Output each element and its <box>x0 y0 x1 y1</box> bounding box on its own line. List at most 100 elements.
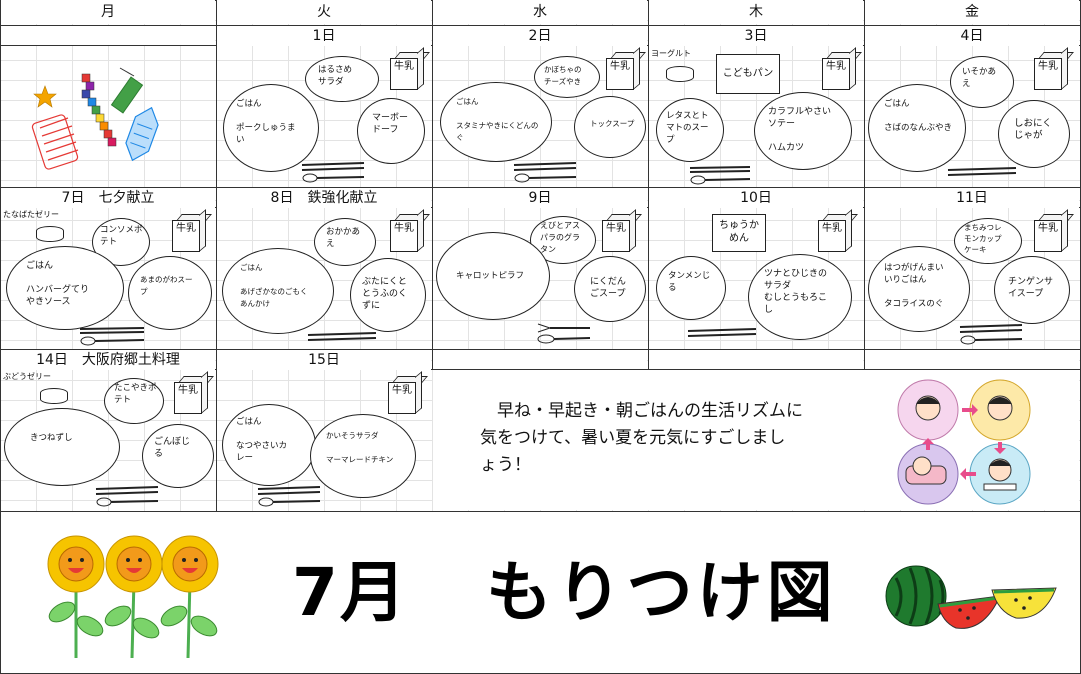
chopsticks-icon <box>301 162 365 183</box>
dessert-label: ぶどうゼリー <box>3 372 51 381</box>
date-label: 15日 <box>217 350 431 370</box>
date-label: 2日 <box>433 26 647 46</box>
bread-box: こどもパン <box>716 54 780 94</box>
main-dish-plate <box>436 232 550 320</box>
side-dish-plate <box>534 56 600 98</box>
milk-carton-icon: 牛乳 <box>1034 209 1074 252</box>
milk-carton-icon: 牛乳 <box>818 209 858 252</box>
milk-carton-icon: 牛乳 <box>174 371 214 414</box>
date-label: 14日 大阪府郷土料理 <box>1 350 215 370</box>
weekday-header-wed: 水 <box>433 0 647 24</box>
fork-spoon-icon <box>537 323 591 344</box>
lifestyle-message: 早ね・早起き・朝ごはんの生活リズムに 気をつけて、暑い夏を元気にすごしまし ょう… <box>480 401 803 475</box>
cup-icon <box>40 388 68 404</box>
fork-spoon-icon <box>689 166 751 185</box>
date-label: 11日 <box>865 188 1079 208</box>
milk-carton-icon: 牛乳 <box>390 209 430 252</box>
table-border <box>0 0 1 674</box>
main-dish-plate <box>868 84 966 172</box>
date-label: 7日 七夕献立 <box>1 188 215 208</box>
page-title: もりつけ図 <box>486 554 837 631</box>
weekday-header-tue: 火 <box>217 0 431 24</box>
side-dish-plate <box>310 414 416 498</box>
date-label: 10日 <box>649 188 863 208</box>
main-dish-text: カラフルやさい ソテー ハムカツ <box>768 107 832 153</box>
date-label: 9日 <box>433 188 647 208</box>
side-dish-plate <box>305 56 379 102</box>
empty-date-cell <box>1 26 215 45</box>
side-dish-text: しおにく じゃが <box>1014 118 1052 141</box>
side-dish-text: にくだん ごスープ <box>590 277 626 299</box>
main-dish-plate <box>222 248 334 334</box>
main-dish-text: ごはん ハンバーグてり やきソース <box>26 261 90 307</box>
milk-label: 牛乳 <box>390 220 418 252</box>
table-border <box>0 25 1081 26</box>
watermelon-icon <box>885 565 1057 629</box>
table-border <box>0 349 1081 350</box>
cup-icon <box>666 66 694 82</box>
side-dish-text: ぶたにくと とうふのく ずに <box>362 277 408 311</box>
side-dish-text: かぼちゃの チーズやき <box>544 65 582 86</box>
table-border <box>648 0 649 369</box>
date-label: 8日 鉄強化献立 <box>217 188 431 208</box>
side-dish-text: はるさめ サラダ <box>318 65 353 87</box>
milk-carton-icon: 牛乳 <box>606 47 646 90</box>
side-dish-plate <box>574 96 646 158</box>
table-border <box>216 0 217 511</box>
weekday-header-fri: 金 <box>865 0 1079 24</box>
side-dish-plate <box>998 100 1070 168</box>
main-dish-text: きつねずし <box>30 433 73 443</box>
side-dish-text: えびとアス パラのグラ タン <box>540 221 580 254</box>
chopsticks-icon <box>79 327 145 346</box>
milk-label: 牛乳 <box>388 382 416 414</box>
side-dish-plate <box>104 378 164 424</box>
milk-label: 牛乳 <box>1034 220 1062 252</box>
milk-label: 牛乳 <box>822 58 850 90</box>
main-dish-text: はつがげんまい いりごはん タコライスのぐ <box>884 263 944 309</box>
main-dish-plate <box>222 404 316 486</box>
main-dish-text: ごはん スタミナやきにくどんの ぐ <box>456 97 539 142</box>
main-dish-text: ツナとひじきの サラダ むしとうもろこ し <box>764 269 828 315</box>
message-area <box>433 370 1079 510</box>
table-border <box>0 369 1081 370</box>
date-label: 3日 <box>649 26 863 46</box>
empty-date-cell <box>433 350 647 369</box>
daily-rhythm-icon <box>897 379 1031 505</box>
side-dish-plate <box>128 256 212 330</box>
main-dish-text: ごはん あげざかなのごもく あんかけ <box>240 263 308 308</box>
milk-carton-icon: 牛乳 <box>1034 47 1074 90</box>
main-dish-plate <box>868 246 970 332</box>
side-dish-plate <box>950 56 1014 108</box>
chopsticks-icon <box>257 486 321 507</box>
table-border <box>0 187 1081 188</box>
side-dish-plate <box>350 258 426 332</box>
side-dish-text: コンソメポ テト <box>100 225 143 247</box>
side-dish-plate <box>994 256 1070 324</box>
milk-carton-icon: 牛乳 <box>602 209 642 252</box>
milk-label: 牛乳 <box>602 220 630 252</box>
table-border <box>864 0 865 369</box>
main-dish-text: ごはん ポークしゅうま い <box>236 99 296 145</box>
side-dish-plate <box>656 98 724 162</box>
chopsticks-icon <box>687 328 757 337</box>
main-dish-plate <box>748 254 852 340</box>
weekday-header-mon: 月 <box>1 0 215 24</box>
milk-carton-icon: 牛乳 <box>172 209 212 252</box>
main-dish-text: キャロットピラフ <box>456 271 525 281</box>
side-dish-text: マーボー ドーフ <box>372 113 409 135</box>
side-dish-text: チンゲンサ イスープ <box>1008 277 1054 299</box>
chopsticks-icon <box>95 486 159 507</box>
main-dish-plate <box>754 92 852 170</box>
date-label: 4日 <box>865 26 1079 46</box>
milk-label: 牛乳 <box>174 382 202 414</box>
milk-carton-icon: 牛乳 <box>822 47 862 90</box>
side-dish-text: かいそうサラダ マーマレードチキン <box>326 431 394 464</box>
side-dish-plate <box>142 424 214 488</box>
tanabata-decoration-icon <box>31 67 159 170</box>
milk-label: 牛乳 <box>390 58 418 90</box>
milk-label: 牛乳 <box>172 220 200 252</box>
side-dish-plate <box>314 218 376 266</box>
side-dish-plate <box>357 98 425 164</box>
side-dish-text: ごんぼじ る <box>154 437 191 459</box>
